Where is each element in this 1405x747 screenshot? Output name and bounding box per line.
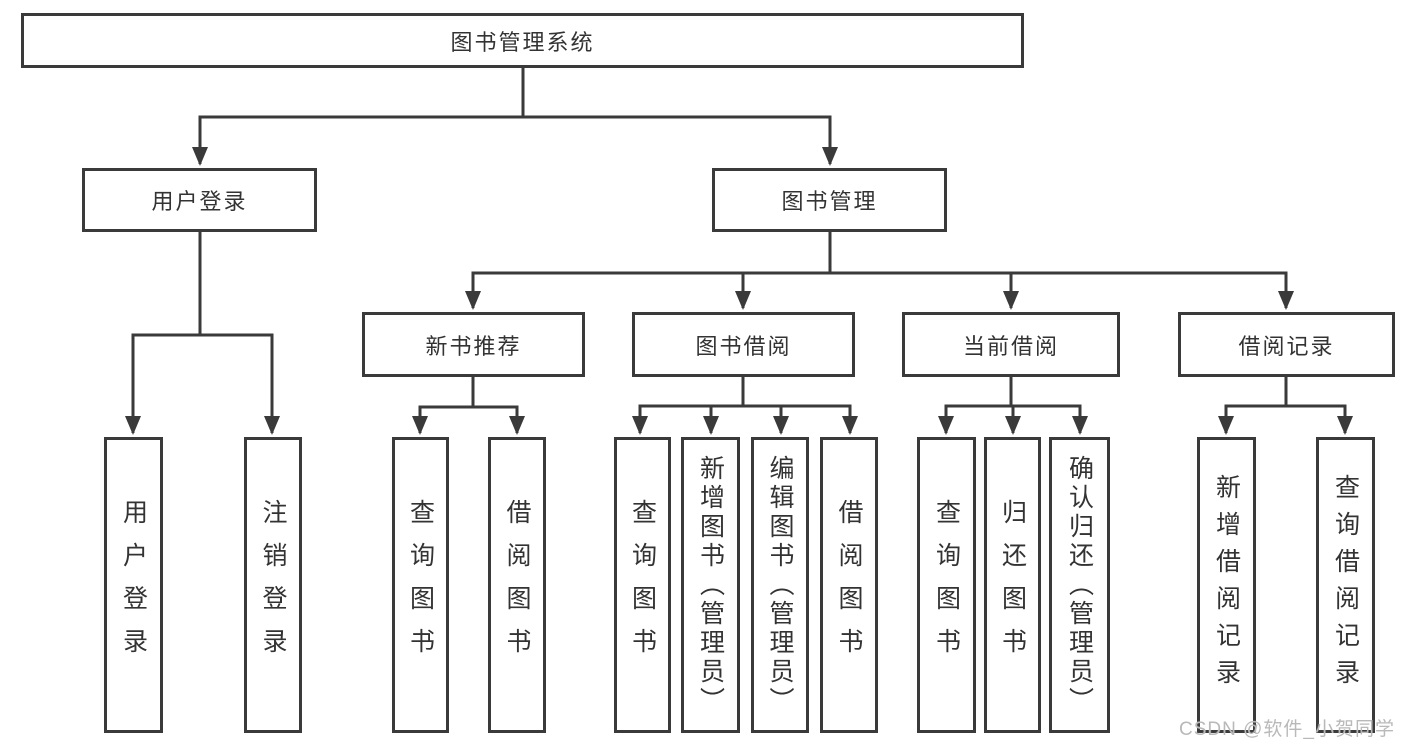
leaf-return-book: 归还图书	[984, 437, 1041, 733]
node-book-management: 图书管理	[712, 168, 947, 232]
node-new-book-recommend: 新书推荐	[362, 312, 585, 377]
node-borrowing-records: 借阅记录	[1178, 312, 1395, 377]
leaf-confirm-return-admin: 确认归还（管理员）	[1049, 437, 1110, 733]
node-root-library-system: 图书管理系统	[21, 13, 1024, 68]
node-current-borrowing: 当前借阅	[902, 312, 1120, 377]
node-book-borrowing: 图书借阅	[632, 312, 855, 377]
leaf-borrow-books-borrowing: 借阅图书	[820, 437, 878, 733]
leaf-add-book-admin: 新增图书（管理员）	[681, 437, 740, 733]
leaf-query-borrow-record: 查询借阅记录	[1316, 437, 1375, 733]
leaf-query-books-current: 查询图书	[917, 437, 976, 733]
csdn-watermark: CSDN @软件_小贺同学	[1179, 719, 1395, 740]
leaf-logout: 注销登录	[244, 437, 302, 733]
leaf-edit-book-admin: 编辑图书（管理员）	[751, 437, 809, 733]
leaf-query-books-recommend: 查询图书	[392, 437, 449, 733]
leaf-user-login: 用户登录	[104, 437, 163, 733]
leaf-add-borrow-record: 新增借阅记录	[1197, 437, 1256, 733]
leaf-query-books-borrowing: 查询图书	[614, 437, 671, 733]
leaf-borrow-books-recommend: 借阅图书	[488, 437, 546, 733]
node-user-login: 用户登录	[82, 168, 317, 232]
